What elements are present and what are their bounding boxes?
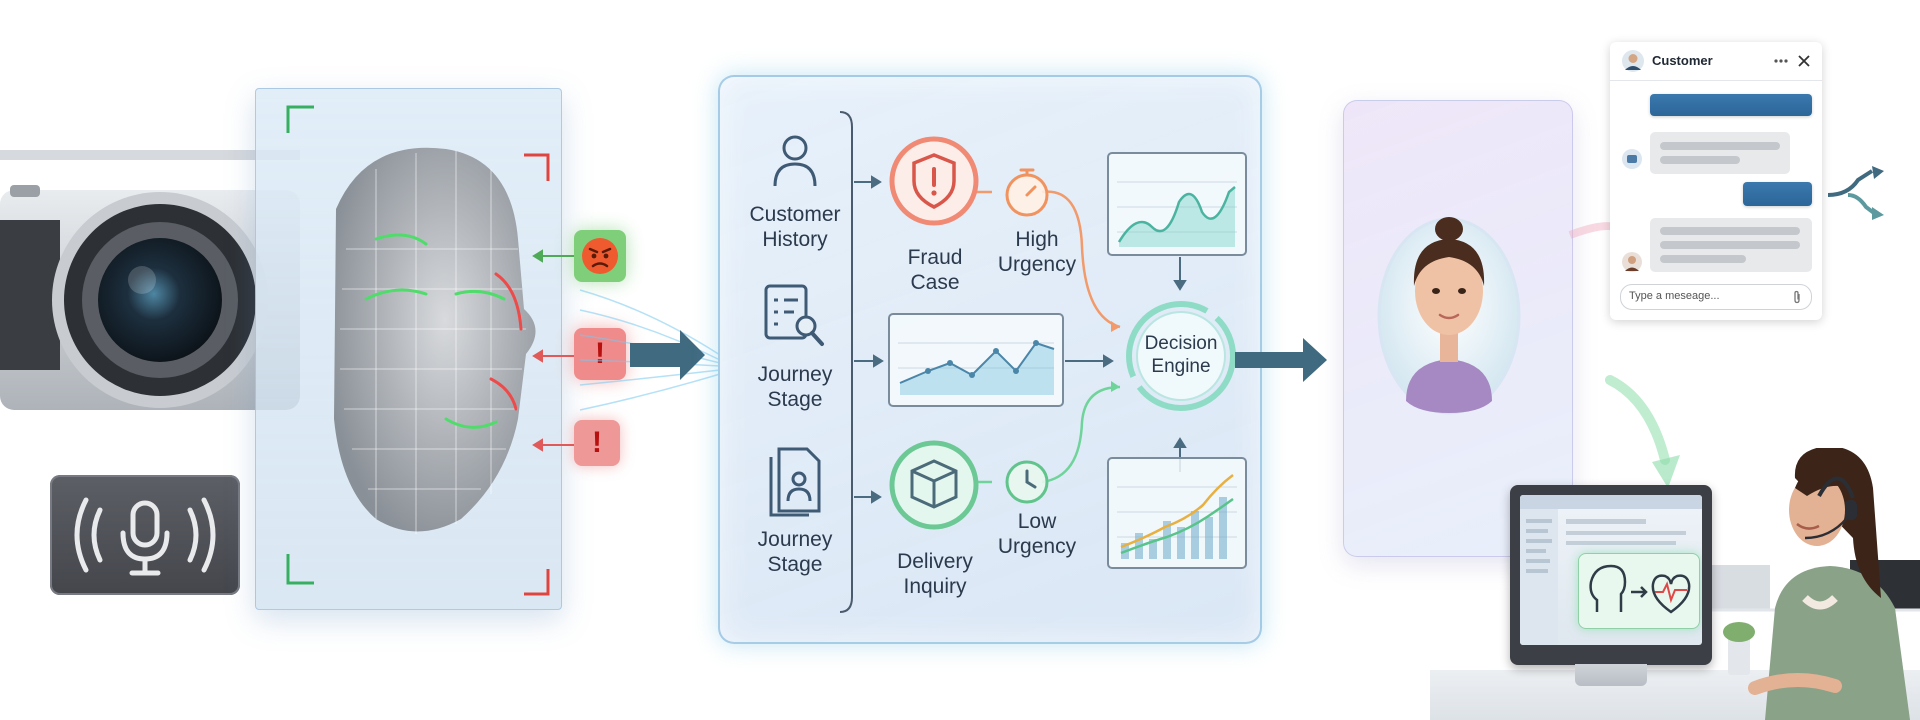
trend-chart-top <box>1107 152 1247 256</box>
paperclip-icon[interactable] <box>1791 290 1803 304</box>
bar-chart-bottom <box>1107 457 1247 569</box>
close-icon[interactable] <box>1798 55 1810 67</box>
routing-arrows <box>1828 166 1884 220</box>
avatar <box>1622 252 1642 272</box>
case-label-fraud: Fraud Case <box>907 246 963 294</box>
microphone-plate <box>50 475 240 595</box>
chat-message-input[interactable]: Type a meseage... <box>1620 284 1812 310</box>
decision-panel: Customer History Journey Stage Journey S… <box>718 75 1262 644</box>
monitor-screen <box>1520 495 1702 645</box>
package-icon <box>889 440 979 530</box>
outgoing-message <box>1650 94 1812 116</box>
person-icon <box>773 135 817 187</box>
bot-avatar-icon <box>1622 149 1642 169</box>
angry-emotion-chip <box>574 230 626 282</box>
camera-body <box>0 150 300 410</box>
avatar <box>1622 50 1644 72</box>
empathy-insight-card <box>1578 553 1700 629</box>
input-label-customer-history: Customer History <box>749 203 841 251</box>
chat-input-placeholder: Type a meseage... <box>1629 290 1720 302</box>
incoming-message <box>1650 218 1812 272</box>
alert-chip: ! <box>574 328 626 380</box>
panel-connectors <box>839 111 1187 613</box>
checklist-search-icon <box>764 284 824 346</box>
stopwatch-icon <box>1005 168 1049 217</box>
input-label-journey-stage: Journey Stage <box>757 363 833 411</box>
chat-title: Customer <box>1652 53 1713 68</box>
input-label-journey-stage-2: Journey Stage <box>757 528 833 576</box>
agent-monitor <box>1510 485 1712 665</box>
clock-icon <box>1005 460 1049 504</box>
human-agent <box>1748 448 1910 720</box>
alert-chip: ! <box>574 420 620 466</box>
incoming-message <box>1650 132 1790 174</box>
virtual-agent-panel <box>1343 100 1573 557</box>
monitor-ui <box>1520 495 1702 645</box>
angry-face-icon <box>582 238 618 274</box>
urgency-label-low: Low Urgency <box>997 510 1077 558</box>
decision-engine-ring <box>1126 301 1236 411</box>
head-to-heartbeat-icon <box>1589 564 1691 614</box>
ellipsis-icon[interactable] <box>1774 58 1788 64</box>
microphone-icon <box>74 497 216 576</box>
trend-chart-middle <box>888 313 1064 407</box>
case-label-delivery: Delivery Inquiry <box>897 550 973 598</box>
signal-flow-lines <box>532 249 721 452</box>
exclamation-icon: ! <box>592 426 602 459</box>
chat-window: Customer Type a meseage... <box>1610 42 1822 320</box>
chat-header: Customer <box>1610 42 1822 81</box>
urgency-label-high: High Urgency <box>997 228 1077 276</box>
avatar <box>1377 217 1521 415</box>
exclamation-icon: ! <box>595 337 605 370</box>
shield-alert-icon <box>889 136 979 226</box>
outgoing-message <box>1743 182 1812 206</box>
monitor-stand <box>1575 664 1647 686</box>
output-arrow <box>1235 338 1327 382</box>
document-person-icon <box>769 447 821 517</box>
face-scan-panel <box>255 88 562 610</box>
face-mesh-icon <box>286 105 550 596</box>
decision-engine-label: Decision Engine <box>1144 333 1218 377</box>
